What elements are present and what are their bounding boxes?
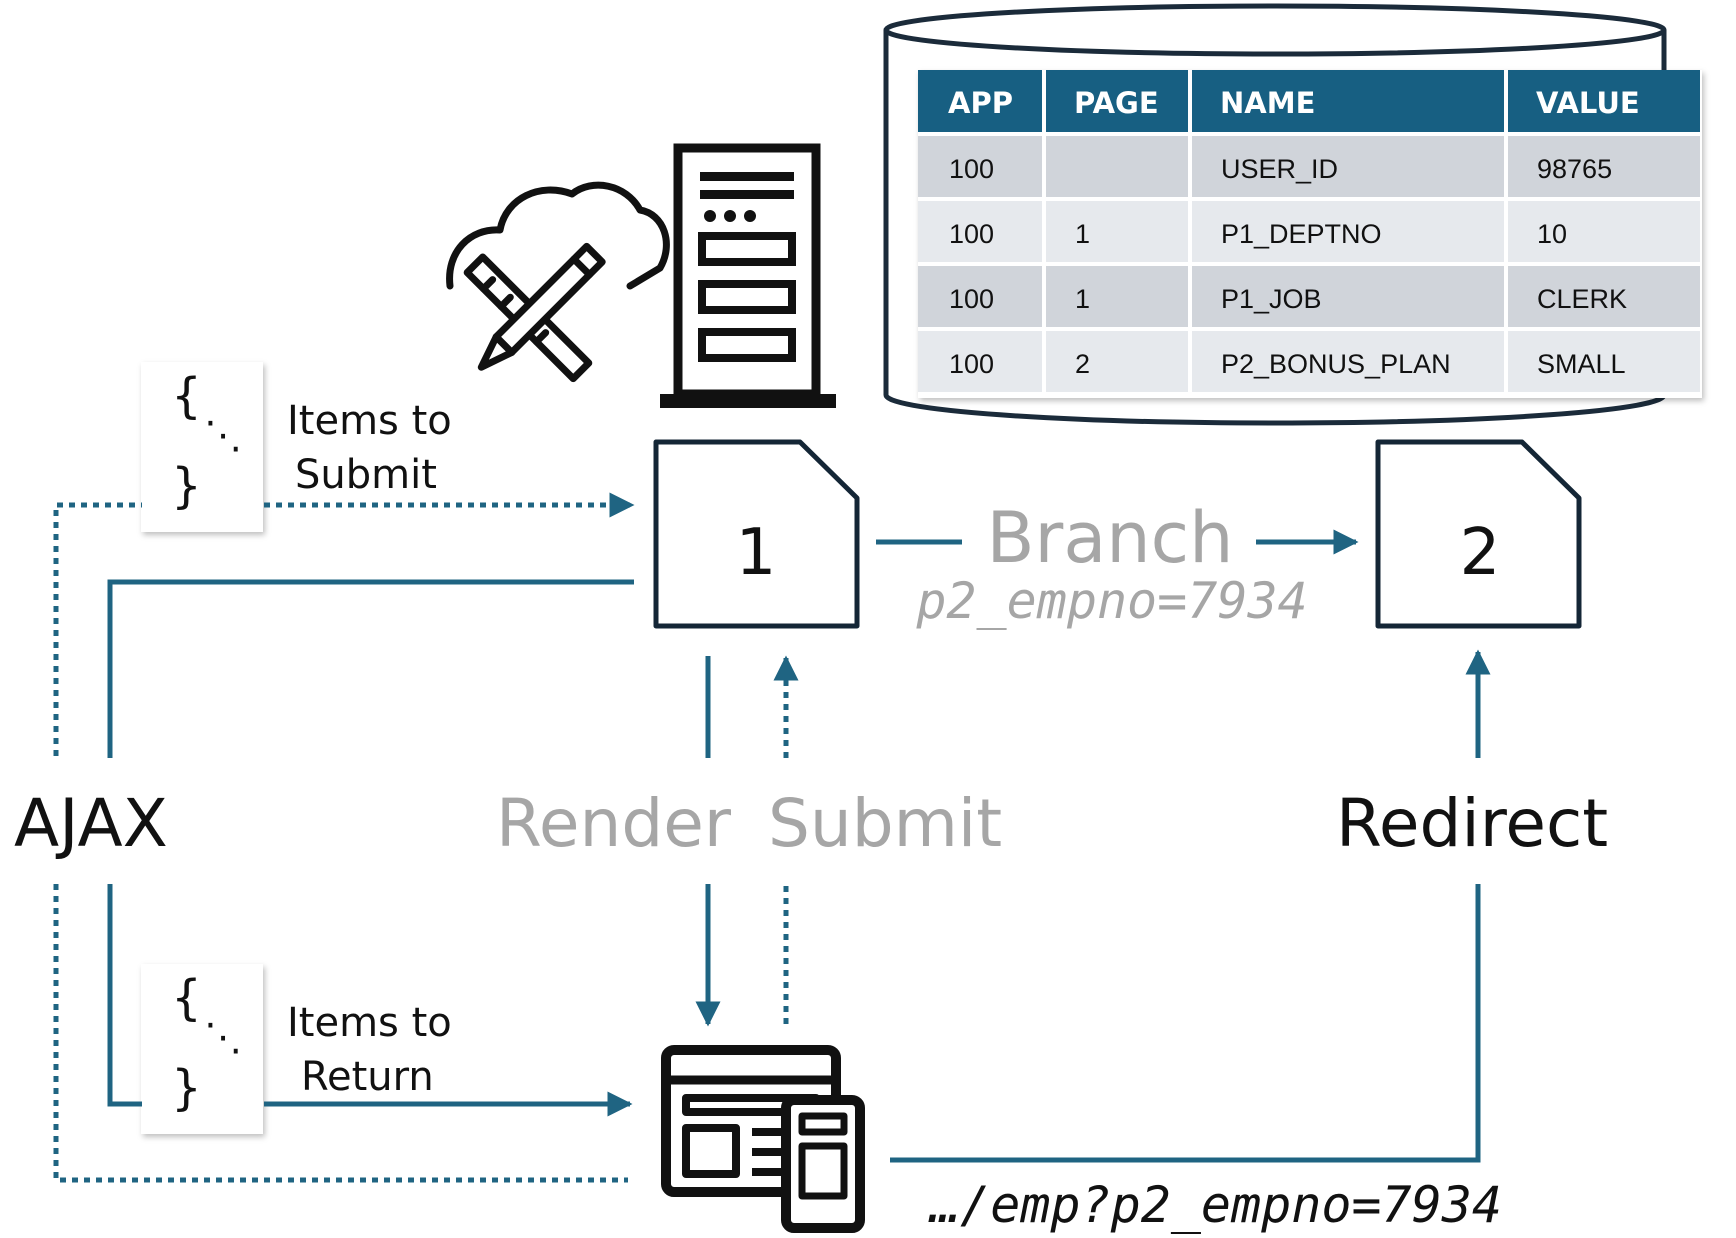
labels: Items to Submit Items to Return Branch p… — [14, 398, 1608, 1234]
table-cell — [1192, 201, 1504, 262]
items-to-return-label-line2: Return — [301, 1054, 434, 1100]
table-header-label: NAME — [1220, 86, 1315, 120]
table-cell — [918, 266, 1042, 327]
items-to-return-label-line1: Items to — [287, 1000, 452, 1046]
session-state-grid: APP PAGE NAME VALUE 100 USER_ID 98765 100 1 P1_DE… — [918, 70, 1700, 392]
table-cell-text: 1 — [1075, 219, 1090, 249]
table-header-label: VALUE — [1536, 86, 1640, 120]
table-cell — [1508, 136, 1700, 197]
items-to-submit-label-line1: Items to — [287, 398, 452, 444]
render-label: Render — [496, 785, 732, 862]
items-to-submit-note: { ⋱ } — [141, 362, 263, 532]
table-cell-text: USER_ID — [1221, 154, 1338, 184]
table-cell-text: 2 — [1075, 349, 1090, 379]
table-cell-text: SMALL — [1537, 349, 1626, 379]
table-cell-text: 100 — [949, 219, 994, 249]
table-header-label: PAGE — [1074, 86, 1159, 120]
table-cell — [918, 331, 1042, 392]
brace-dots: ⋱ — [204, 1015, 242, 1059]
table-cell — [1046, 266, 1188, 327]
table-header-cell — [1508, 70, 1700, 132]
ajax-label: AJAX — [14, 785, 168, 862]
flow-lines — [53, 492, 1491, 1183]
table-cell-text: 100 — [949, 349, 994, 379]
page-2-document[interactable]: 2 — [1375, 439, 1582, 629]
brace-close: } — [172, 1060, 201, 1116]
brace-dots: ⋱ — [204, 413, 242, 457]
table-cell-text: CLERK — [1537, 284, 1627, 314]
table-cell — [918, 136, 1042, 197]
brace-close: } — [172, 458, 201, 514]
table-cell — [1508, 266, 1700, 327]
branch-param-label: p2_empno=7934 — [915, 572, 1307, 630]
table-cell — [1508, 331, 1700, 392]
ajax-return-dotted-line — [53, 884, 628, 1183]
table-cell — [1192, 331, 1504, 392]
branch-label: Branch — [987, 497, 1234, 579]
redirect-line — [890, 884, 1481, 1163]
table-cell-text: 100 — [949, 284, 994, 314]
submit-label: Submit — [768, 785, 1002, 862]
table-header-cell — [1046, 70, 1188, 132]
table-cell — [1508, 201, 1700, 262]
table-cell — [1046, 136, 1188, 197]
ajax-return-line — [107, 884, 142, 1107]
table-cell-text: 1 — [1075, 284, 1090, 314]
items-to-return-note: { ⋱ } — [141, 964, 263, 1134]
table-cell — [1046, 331, 1188, 392]
table-cell — [918, 201, 1042, 262]
table-header-cell — [1192, 70, 1504, 132]
page-1-document[interactable]: 1 — [653, 439, 860, 629]
redirect-label: Redirect — [1336, 785, 1608, 862]
table-cell-text: P1_DEPTNO — [1221, 219, 1382, 249]
ajax-submit-dotted-line — [53, 502, 142, 756]
browser-device-icon — [661, 1045, 865, 1233]
page-1-number: 1 — [736, 516, 777, 590]
brace-open: { — [172, 970, 201, 1026]
table-header-label: APP — [948, 86, 1013, 120]
table-cell — [1046, 201, 1188, 262]
ajax-request-line — [107, 579, 634, 758]
table-cell-text: 98765 — [1537, 154, 1612, 184]
server-icon — [660, 143, 836, 408]
table-cell — [1192, 266, 1504, 327]
cloud-tools-icon — [446, 181, 670, 383]
table-header-cell — [918, 70, 1042, 132]
items-to-submit-label-line2: Submit — [295, 452, 437, 498]
table-cell-text: 10 — [1537, 219, 1567, 249]
table-cell — [1192, 136, 1504, 197]
table-cell-text: P2_BONUS_PLAN — [1221, 349, 1451, 379]
table-cell-text: P1_JOB — [1221, 284, 1322, 314]
brace-open: { — [172, 368, 201, 424]
page-2-number: 2 — [1460, 516, 1501, 590]
url-label: …/emp?p2_empno=7934 — [928, 1176, 1502, 1234]
table-cell-text: 100 — [949, 154, 994, 184]
